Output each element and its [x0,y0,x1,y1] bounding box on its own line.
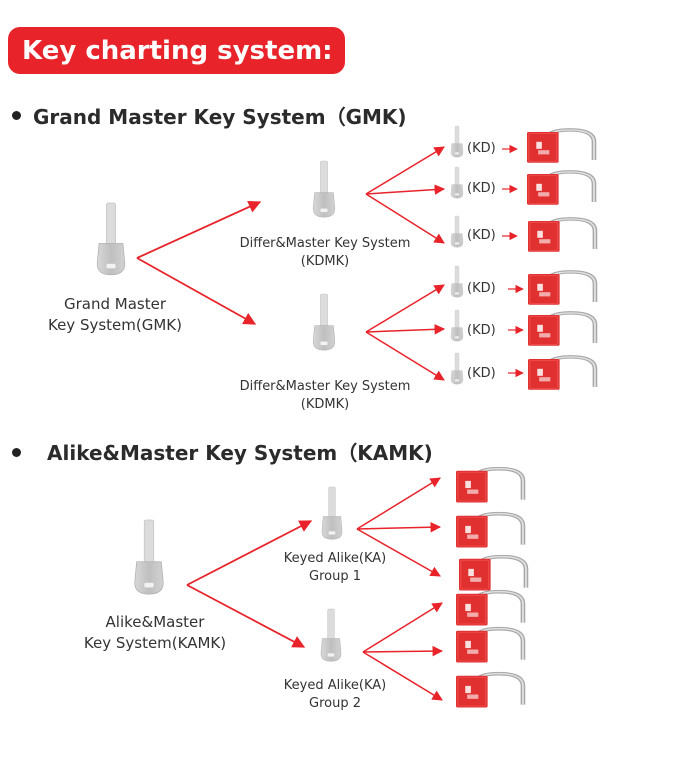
kd-label: (KD) [467,141,496,156]
kd-label: (KD) [467,181,496,196]
arrow [356,528,441,577]
kd-key-icon [450,166,464,199]
arrow [136,257,257,325]
arrow [186,520,313,586]
kamk-group2-label-line2: Group 2 [309,696,361,711]
kamk-root-label: Alike&Master Key System(KAMK) [70,612,240,654]
kamk-root-label-line1: Alike&Master [105,613,205,631]
gmk-root-label-line1: Grand Master [63,295,166,313]
master-key-icon [312,160,336,218]
gmk-group2-label-line2: (KDMK) [300,397,350,412]
kamk-group1-label-line2: Group 1 [309,569,361,584]
kd-label: (KD) [467,323,496,338]
arrow [362,602,443,653]
gmk-root-label-line2: Key System(GMK) [47,316,182,334]
padlock-icon [527,130,594,163]
kamk-bullet [12,448,21,457]
padlock-icon [456,629,523,663]
arrow [365,284,445,333]
padlock-icon [456,514,523,548]
alike-master-key-icon [134,519,164,595]
gmk-group1-label-line2: (KDMK) [300,254,350,269]
padlock-icon [456,674,523,708]
kd-label: (KD) [467,366,496,381]
keyed-alike-key-icon [321,486,343,540]
arrow [365,193,445,244]
kd-label: (KD) [467,281,496,296]
arrow [362,651,443,701]
banner-title: Key charting system: [22,35,333,66]
padlock-icon [456,469,523,503]
grand-master-key-icon [96,202,126,276]
padlock-icon [456,592,523,626]
arrow [136,200,262,259]
kamk-group1-label-line1: Keyed Alike(KA) [283,551,387,566]
kamk-root-label-line2: Key System(KAMK) [83,634,227,652]
gmk-bullet [12,111,21,120]
arrow [365,184,446,195]
gmk-group1-label: Differ&Master Key System (KDMK) [230,235,420,271]
kamk-section-title: Alike&Master Key System（KAMK) [47,441,433,465]
kd-key-icon [450,215,464,248]
arrow [186,584,306,648]
kamk-group1-label: Keyed Alike(KA) Group 1 [270,550,400,586]
arrow [362,645,444,657]
arrow [365,331,445,381]
arrow [365,146,445,195]
padlock-icon [528,357,595,390]
padlock-icon [528,272,595,305]
arrow [356,521,442,533]
keyed-alike-key-icon [320,608,342,662]
master-key-icon [312,293,336,351]
arrow [365,324,446,335]
gmk-section-title: Grand Master Key System（GMK) [33,105,407,129]
padlock-icon [527,172,594,205]
gmk-root-label: Grand Master Key System(GMK) [35,294,195,336]
padlock-icon [528,313,595,346]
kd-key-icon [450,125,464,158]
kd-key-icon [450,352,464,385]
padlock-icon [459,557,526,591]
gmk-group1-label-line1: Differ&Master Key System [239,236,411,251]
kamk-group2-label-line1: Keyed Alike(KA) [283,678,387,693]
padlock-icon [528,219,595,252]
gmk-group2-label-line1: Differ&Master Key System [239,379,411,394]
kd-key-icon [450,309,464,342]
section-banner: Key charting system: [8,27,345,74]
kamk-group2-label: Keyed Alike(KA) Group 2 [270,677,400,713]
kd-label: (KD) [467,228,496,243]
kd-key-icon [450,265,464,298]
arrow [356,477,441,530]
gmk-group2-label: Differ&Master Key System (KDMK) [230,378,420,414]
